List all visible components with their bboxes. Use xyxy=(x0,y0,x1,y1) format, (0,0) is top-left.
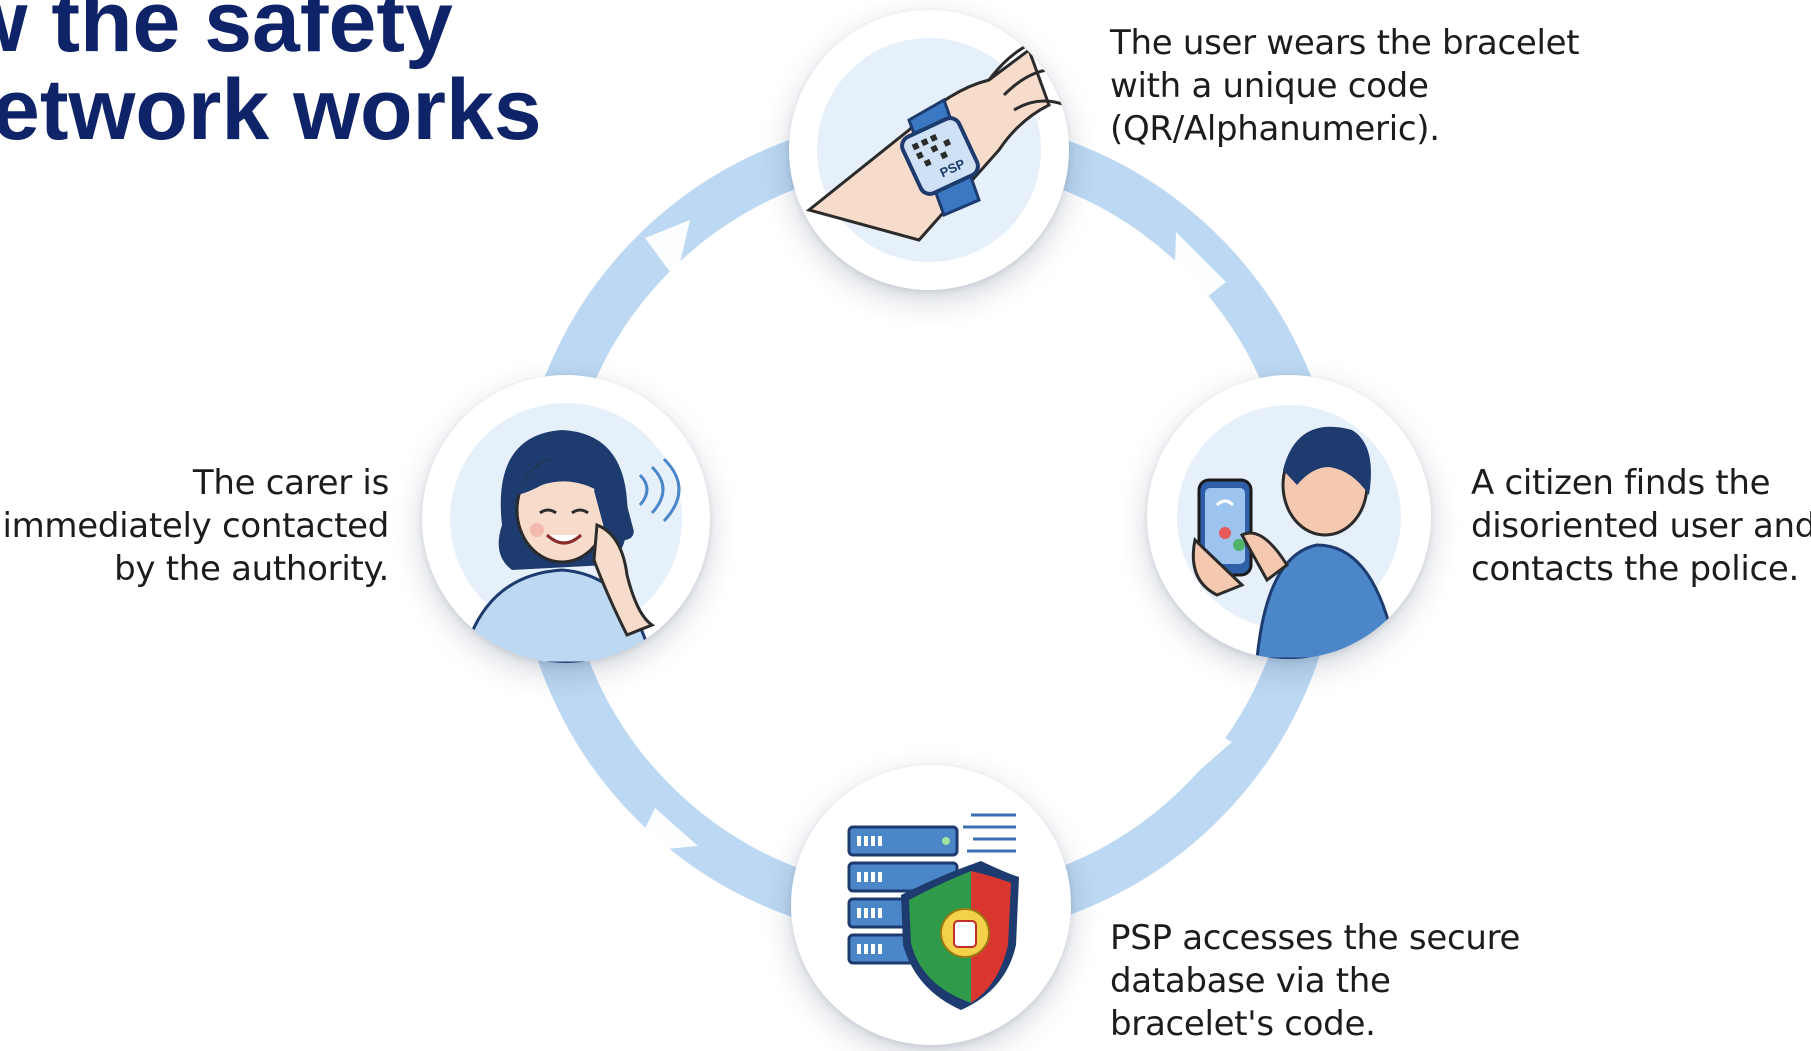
caption-line: by the authority. xyxy=(114,549,389,589)
page-title: ow the safety etwork works xyxy=(0,0,600,154)
caption-line: The user wears the bracelet xyxy=(1110,23,1580,63)
sound-wave-icon xyxy=(638,457,681,523)
database-shield-illustration xyxy=(847,813,1019,1010)
step-citizen-caption: A citizen finds the disoriented user and… xyxy=(1471,462,1811,591)
caption-line: A citizen finds the xyxy=(1471,463,1771,503)
caption-line: with a unique code xyxy=(1110,66,1429,106)
caption-line: contacts the police. xyxy=(1471,549,1800,589)
arrow-top-right xyxy=(1173,232,1226,324)
caption-line: bracelet's code. xyxy=(1110,1004,1376,1044)
arrow-bottom-left xyxy=(634,808,698,852)
step-citizen-node xyxy=(1147,375,1431,659)
step-psp-caption: PSP accesses the secure database via the… xyxy=(1110,917,1520,1046)
carer-illustration xyxy=(450,403,682,663)
caption-line: immediately contacted xyxy=(2,506,389,546)
shield-icon xyxy=(901,861,1019,1010)
page-title-line-1: ow the safety xyxy=(0,0,453,70)
step-bracelet-node: PSP xyxy=(789,10,1069,290)
caption-line: (QR/Alphanumeric). xyxy=(1110,109,1440,149)
arrow-bottom-right xyxy=(1177,724,1232,790)
step-bracelet-caption: The user wears the bracelet with a uniqu… xyxy=(1110,22,1580,151)
bracelet-illustration: PSP xyxy=(805,33,1066,262)
page-title-line-2: etwork works xyxy=(0,62,542,154)
citizen-illustration xyxy=(1177,405,1401,659)
arrow-top-left xyxy=(645,220,690,280)
step-carer-node xyxy=(422,375,710,663)
step-carer-caption: The carer is immediately contacted by th… xyxy=(2,462,389,591)
caption-line: disoriented user and xyxy=(1471,506,1811,546)
caption-line: PSP accesses the secure xyxy=(1110,918,1521,958)
step-psp-node xyxy=(791,765,1071,1045)
caption-line: The carer is xyxy=(192,463,389,503)
caption-line: database via the xyxy=(1110,961,1391,1001)
